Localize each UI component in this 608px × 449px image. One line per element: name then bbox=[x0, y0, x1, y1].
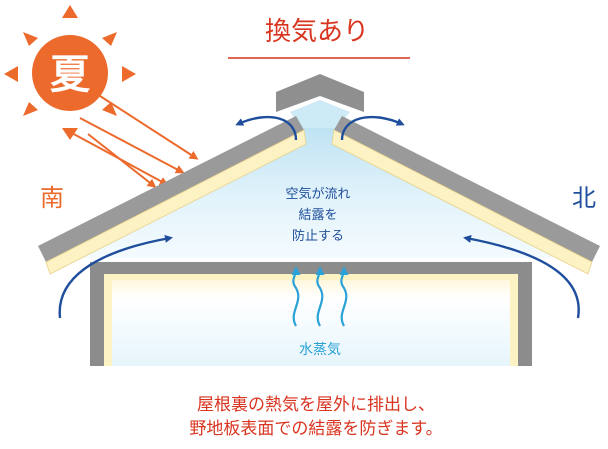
ceiling-beam bbox=[90, 262, 532, 274]
insulation-wall-left bbox=[104, 274, 112, 366]
attic-note-line-3: 防止する bbox=[292, 228, 344, 244]
vapor-label: 水蒸気 bbox=[299, 342, 341, 358]
attic-note: 空気が流れ 結露を 防止する bbox=[285, 186, 350, 244]
roof-board-right bbox=[334, 116, 600, 262]
vapor-arrow-3 bbox=[339, 266, 349, 327]
wall-left bbox=[90, 262, 104, 366]
attic-note-line-1: 空気が流れ bbox=[285, 186, 350, 202]
insulation-ceiling bbox=[104, 274, 518, 280]
insulation-wall-right bbox=[510, 274, 518, 366]
south-label: 南 bbox=[40, 184, 64, 212]
title: 換気あり bbox=[265, 17, 369, 47]
room-interior bbox=[110, 276, 518, 366]
vapor-arrow-2 bbox=[315, 266, 325, 327]
sun-disc bbox=[32, 35, 108, 111]
ridge-vent-opening bbox=[290, 100, 350, 128]
insulation-left bbox=[45, 129, 307, 275]
north-label: 北 bbox=[572, 184, 596, 212]
caption-line-1: 屋根裏の熱気を屋外に排出し、 bbox=[197, 394, 435, 415]
room bbox=[90, 262, 532, 366]
ridge-vent bbox=[276, 74, 364, 112]
airflow-left-intake bbox=[58, 234, 173, 319]
airflow-right-intake bbox=[463, 234, 580, 319]
insulation-right bbox=[331, 129, 593, 275]
airflow-arrows bbox=[58, 115, 580, 319]
attic-air bbox=[70, 128, 568, 258]
airflow-exhaust-left bbox=[235, 115, 298, 141]
roof-board-left bbox=[38, 116, 304, 262]
attic-note-line-2: 結露を bbox=[298, 208, 337, 223]
caption-line-2: 野地板表面での結露を防ぎます。 bbox=[189, 419, 442, 439]
vapor-arrow-1 bbox=[291, 266, 301, 327]
season-label: 夏 bbox=[50, 52, 91, 98]
airflow-exhaust-right bbox=[340, 115, 405, 141]
wall-right bbox=[518, 262, 532, 366]
caption: 屋根裏の熱気を屋外に排出し、 野地板表面での結露を防ぎます。 bbox=[189, 394, 442, 439]
roof-right bbox=[331, 116, 600, 275]
sun: 夏 bbox=[4, 5, 136, 140]
sunlight-arrows bbox=[69, 95, 199, 188]
roof-left bbox=[38, 116, 307, 275]
sun-rays bbox=[4, 5, 136, 140]
vapor-arrows bbox=[291, 266, 349, 327]
